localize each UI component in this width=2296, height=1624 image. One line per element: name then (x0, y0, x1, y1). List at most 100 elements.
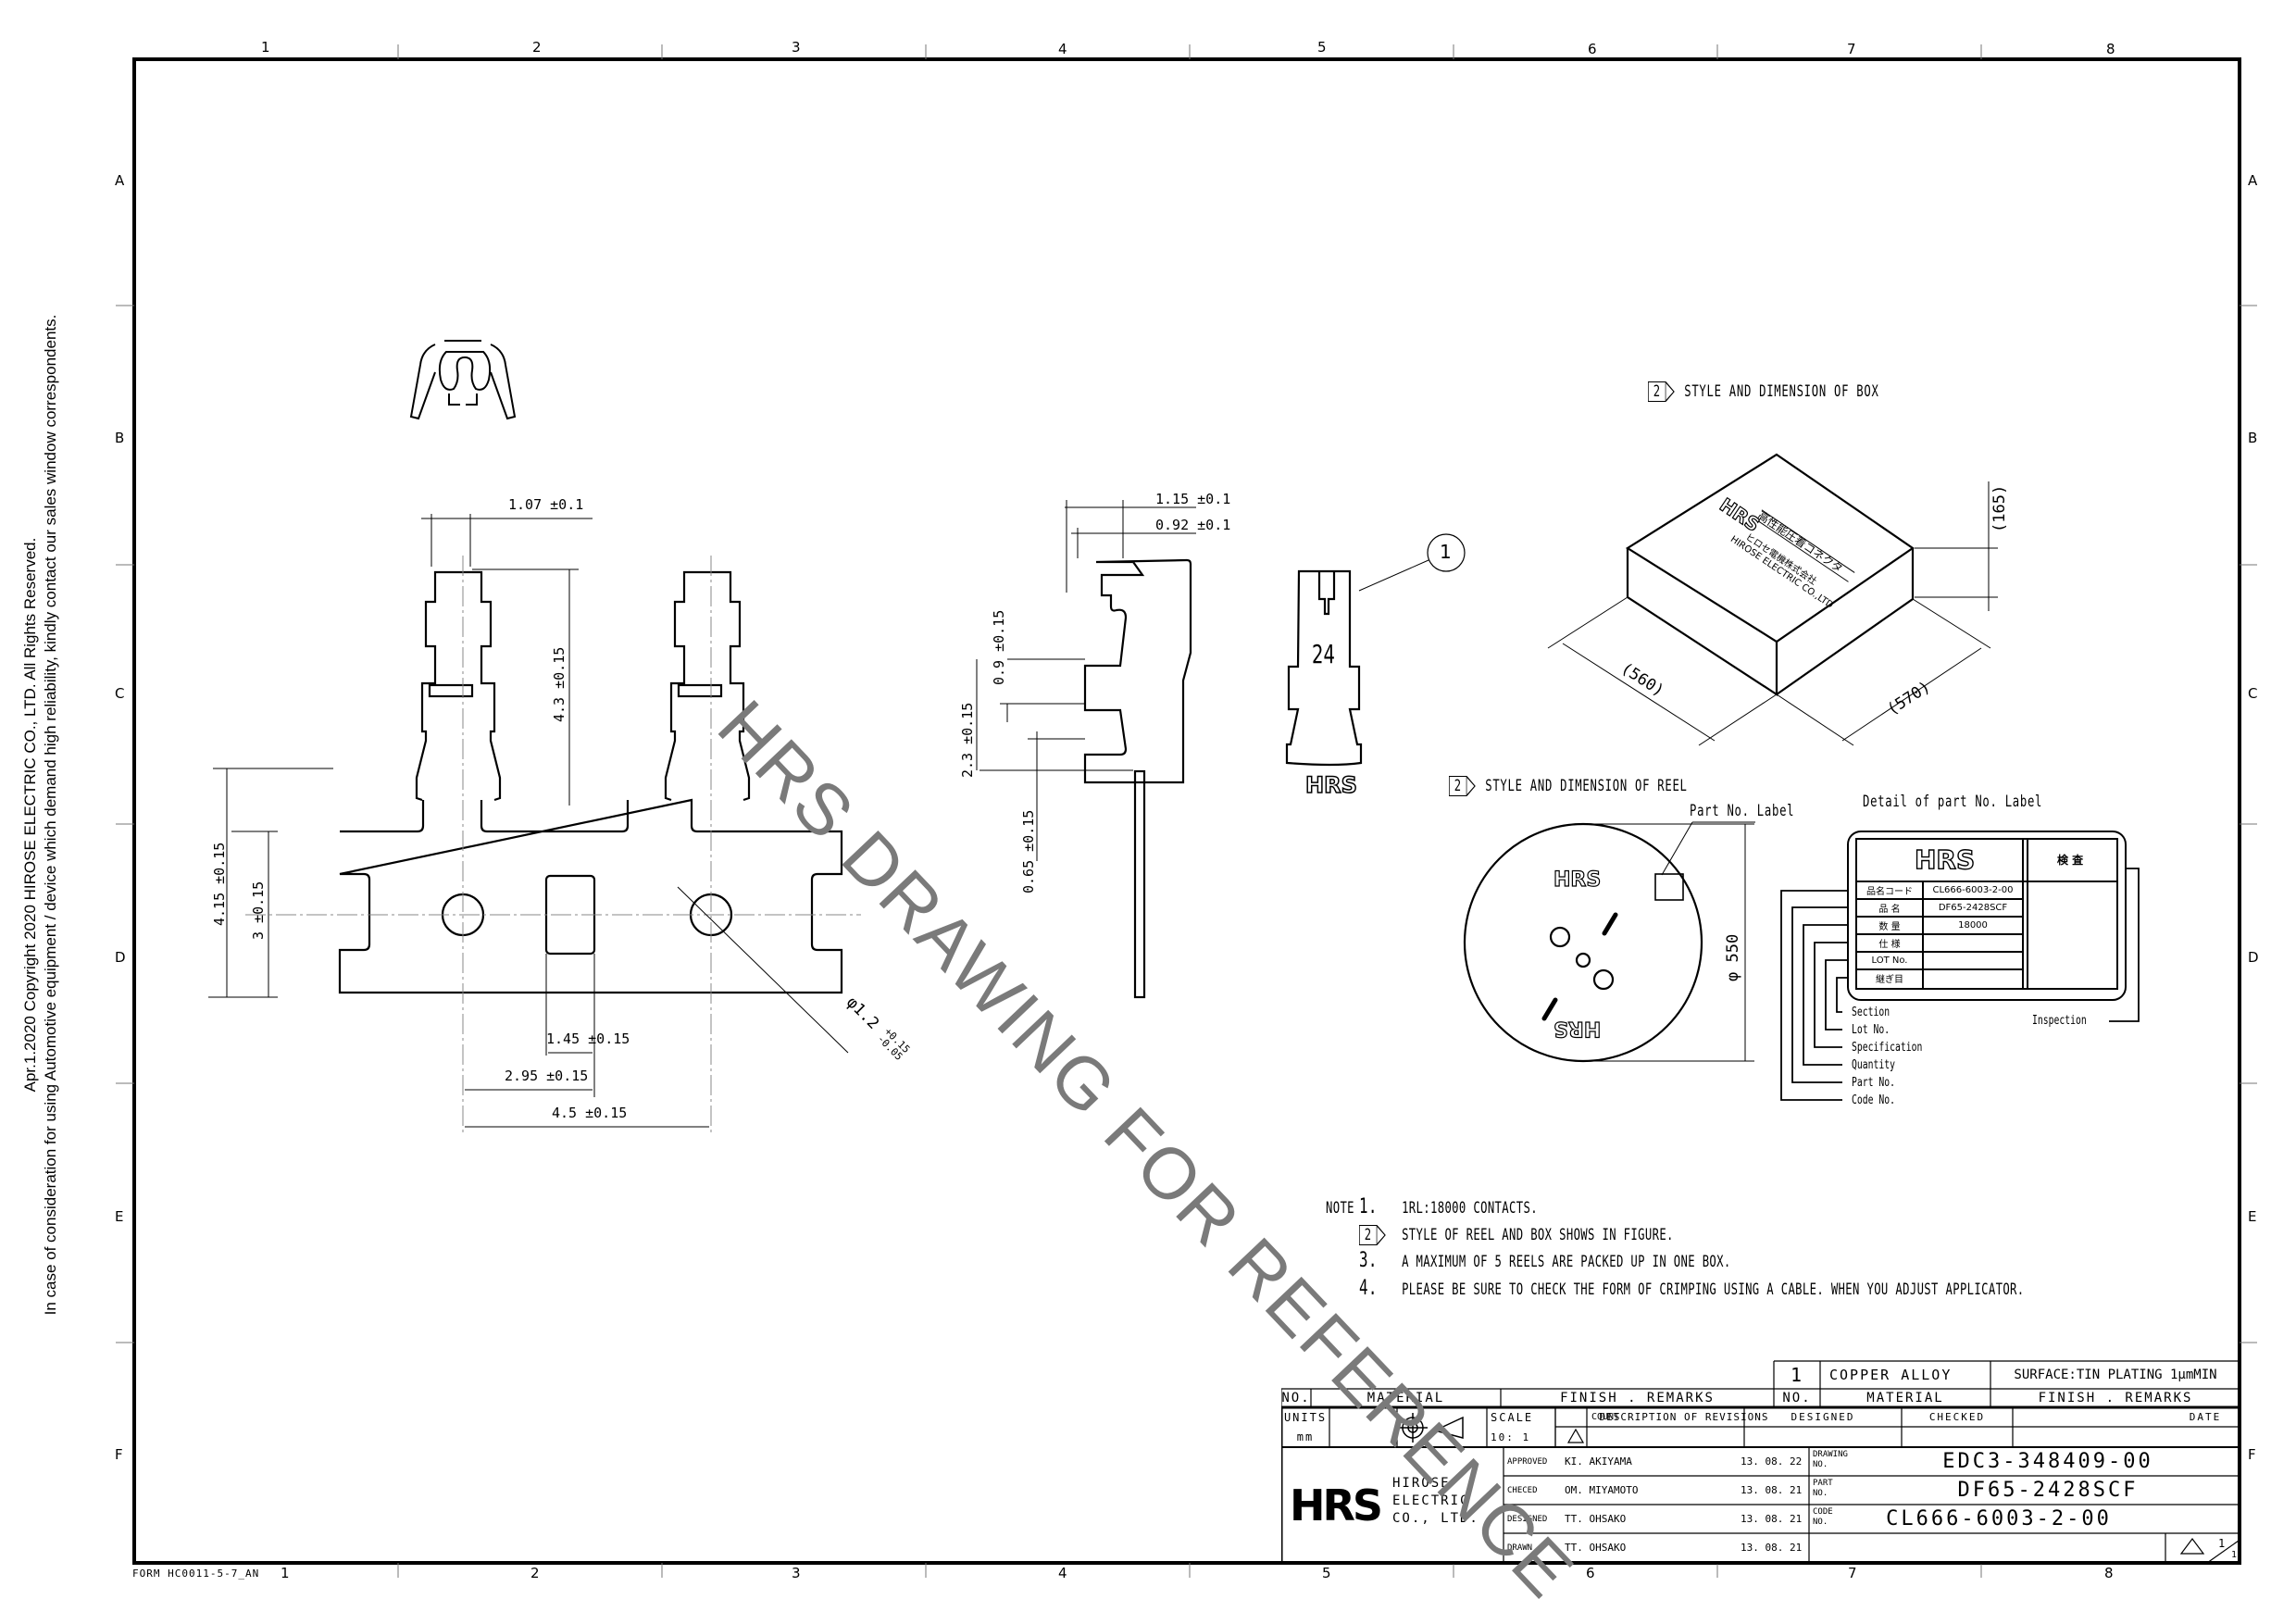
part-number: DF65-2428SCF (1957, 1479, 2139, 1502)
scale-label: SCALE (1491, 1411, 1534, 1424)
signature-role: DESIGNED (1507, 1514, 1548, 1524)
zone-row-f: F (115, 1446, 123, 1463)
code-number: CL666-6003-2-00 (1886, 1507, 2112, 1530)
drawing-no-label: DRAWING NO. (1813, 1450, 1848, 1469)
notes-heading: NOTE (1326, 1199, 1354, 1218)
note-flag-icon: 2 (1648, 381, 1676, 402)
header-material-right: MATERIAL (1866, 1391, 1944, 1405)
contact-front-view (1285, 569, 1363, 767)
item-balloon-number: 1 (1440, 541, 1452, 563)
legend-inspection: Inspection (2032, 1014, 2087, 1028)
zone-col-8: 8 (2106, 41, 2115, 57)
dim-2-3: 2.3 ±0.15 (959, 702, 976, 778)
drawing-frame (132, 57, 2241, 1565)
rev-header-designed: DESIGNED (1791, 1411, 1855, 1423)
signature-role: APPROVED (1507, 1456, 1548, 1467)
legend-code-no: Code No. (1852, 1093, 1895, 1107)
note-item: 4. PLEASE BE SURE TO CHECK THE FORM OF CR… (1326, 1276, 2025, 1304)
label-row-key: 数 量 (1878, 922, 1901, 932)
label-row-value: 18000 (1958, 920, 1988, 931)
finish-value: SURFACE:TIN PLATING 1μmMIN (2014, 1368, 2217, 1382)
dim-carrier-height: 3 ±0.15 (250, 881, 267, 940)
end-view-contact (409, 340, 517, 420)
reel-title-text: STYLE AND DIMENSION OF REEL (1485, 777, 1688, 795)
zone-row-b-right: B (2248, 430, 2258, 446)
label-row-key: 仕 様 (1878, 940, 1901, 950)
box-label-logo: HRS (1716, 493, 1765, 536)
zone-col-7-bottom: 7 (1848, 1565, 1857, 1581)
signature-date: 13. 08. 21 (1741, 1513, 1803, 1525)
company-name: HIROSE ELECTRIC CO., LTD. (1392, 1475, 1479, 1528)
part-label-callout: Part No. Label (1690, 802, 1795, 820)
note-text: PLEASE BE SURE TO CHECK THE FORM OF CRIM… (1402, 1280, 2025, 1299)
front-view-strip (338, 570, 843, 994)
note-number: 4. (1359, 1276, 1378, 1300)
dim-height: 4.3 ±0.15 (551, 646, 568, 722)
note-text: STYLE OF REEL AND BOX SHOWS IN FIGURE. (1402, 1225, 1674, 1244)
header-material-left: MATERIAL (1366, 1391, 1445, 1405)
code-no-label: CODE NO. (1813, 1507, 1833, 1527)
zone-col-3: 3 (792, 39, 801, 56)
signature-role: DRAWN (1507, 1543, 1533, 1553)
dim-0-65: 0.65 ±0.15 (1020, 809, 1037, 893)
company-line-3: CO., LTD. (1392, 1511, 1479, 1526)
dim-pitch: 4.5 ±0.15 (552, 1105, 628, 1121)
signature-role: CHECED (1507, 1485, 1538, 1495)
reel-logo-bottom: HRS (1553, 1016, 1602, 1040)
signature-date: 13. 08. 21 (1741, 1484, 1803, 1496)
form-code: FORM HC0011-5-7_AN (132, 1568, 260, 1580)
zone-row-e: E (115, 1208, 124, 1225)
zone-col-4: 4 (1058, 41, 1067, 57)
label-row: 仕 様 (1856, 934, 2023, 952)
note-number: 1. (1359, 1195, 1378, 1218)
note-text: 1RL:18000 CONTACTS. (1402, 1199, 1538, 1218)
label-row-key: 品名コード (1866, 887, 1913, 897)
label-row-value: DF65-2428SCF (1938, 903, 2008, 913)
box-isometric (1625, 453, 1915, 697)
zone-col-2: 2 (532, 39, 542, 56)
title-block-grid (1281, 1360, 2240, 1565)
title-block: 1 COPPER ALLOY SURFACE:TIN PLATING 1μmMI… (1281, 1359, 2240, 1565)
signature-date: 13. 08. 21 (1741, 1542, 1803, 1554)
label-row-key: 継ぎ目 (1876, 975, 1903, 985)
dim-0-9: 0.9 ±0.15 (991, 609, 1007, 685)
zone-row-b: B (115, 430, 125, 446)
label-legend: Section Lot No. Specification Quantity P… (1852, 1004, 1922, 1109)
units-value: mm (1296, 1430, 1315, 1443)
label-row: 品名コード CL666-6003-2-00 (1856, 881, 2023, 899)
label-logo: HRS (1914, 843, 1976, 875)
rev-header-checked: CHECKED (1928, 1411, 1986, 1423)
dim-slot-width: 1.45 ±0.15 (546, 1031, 630, 1047)
dim-pitch-top: 1.07 ±0.1 (508, 496, 584, 513)
box-dim-height: (165) (1990, 484, 2009, 532)
signature-name: KI. AKIYAMA (1565, 1455, 1632, 1468)
label-row: 数 量 18000 (1856, 917, 2023, 934)
label-row-value: CL666-6003-2-00 (1932, 885, 2014, 895)
rev-header-description: DESCRIPTION OF REVISIONS (1599, 1411, 1769, 1423)
legend-specification: Specification (1852, 1041, 1923, 1055)
revision-triangle-icon (1566, 1428, 1585, 1443)
header-finish-left: FINISH . REMARKS (1560, 1391, 1715, 1405)
company-line-1: HIROSE (1392, 1476, 1451, 1491)
note-text: A MAXIMUM OF 5 REELS ARE PACKED UP IN ON… (1402, 1253, 1731, 1271)
zone-row-a-right: A (2248, 172, 2258, 189)
dim-hole-to-slot: 2.95 ±0.15 (505, 1068, 589, 1084)
sheet-number: 1 (2218, 1537, 2226, 1550)
zone-col-1-bottom: 1 (281, 1565, 290, 1581)
legend-part-no: Part No. (1852, 1076, 1895, 1090)
header-finish-right: FINISH . REMARKS (2038, 1391, 2193, 1405)
box-section-title: 2 STYLE AND DIMENSION OF BOX (1648, 381, 1879, 402)
drawing-number: EDC3-348409-00 (1942, 1450, 2153, 1473)
contact-logo: HRS (1304, 771, 1357, 799)
zone-row-d: D (115, 949, 126, 966)
label-row: 継ぎ目 (1856, 969, 2023, 987)
legend-section: Section (1852, 1006, 1890, 1019)
